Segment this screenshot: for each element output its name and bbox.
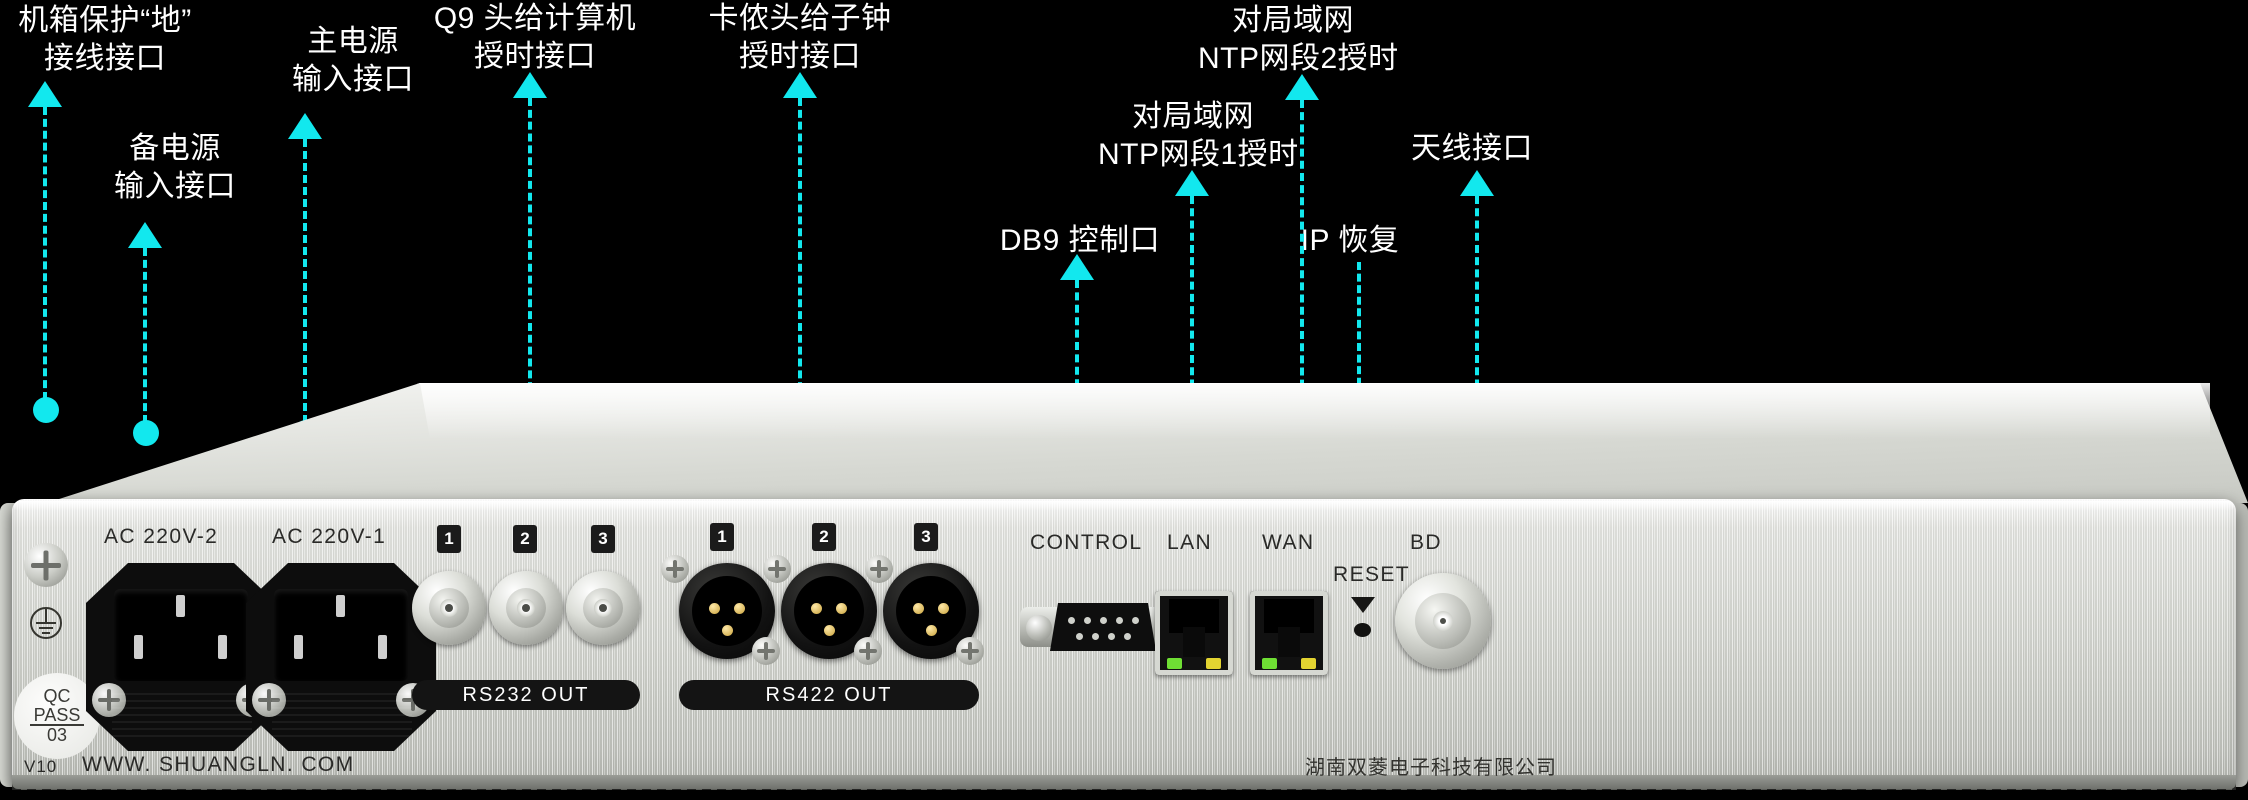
leader-line-xlr-subclock	[798, 98, 802, 402]
leader-line-ip-restore	[1357, 262, 1361, 432]
ac-220v-1-label: AC 220V-1	[272, 525, 387, 548]
leader-line-q9-computer	[528, 98, 532, 402]
qc-line-3: 03	[46, 725, 68, 746]
leader-line-ntp-lan2	[1300, 100, 1304, 412]
leader-line-main-power	[303, 139, 307, 423]
bd-label: BD	[1410, 531, 1442, 554]
xlr-1-screw-bottom	[752, 637, 780, 665]
callout-label-q9-computer: Q9 头给计算机 授时接口	[433, 2, 637, 74]
website-label: WWW. SHUANGLN. COM	[82, 753, 355, 776]
xlr-1-screw-top	[661, 555, 689, 583]
bnc-connector-3[interactable]	[566, 571, 640, 645]
wan-label: WAN	[1262, 531, 1315, 554]
callout-label-ip-restore: IP 恢复	[1300, 224, 1400, 257]
bnc-badge-2: 2	[513, 525, 537, 553]
control-label: CONTROL	[1030, 531, 1143, 554]
chassis-deck-highlight	[420, 383, 2210, 439]
callout-label-ntp-lan1: 对局域网 NTP网段1授时	[1098, 100, 1299, 172]
leader-dot-backup-power	[133, 420, 159, 446]
company-label: 湖南双菱电子科技有限公司	[1305, 757, 1557, 779]
chassis-face-highlight	[14, 501, 2234, 511]
callout-label-db9-control: DB9 控制口	[999, 224, 1161, 257]
callout-label-ground: 机箱保护“地” 接线接口	[18, 4, 192, 76]
chassis-bottom-rail	[12, 775, 2236, 789]
lan-label: LAN	[1167, 531, 1213, 554]
ac-inlet-2[interactable]	[86, 563, 276, 751]
wan-led-green	[1262, 658, 1277, 669]
leader-arrow-antenna	[1460, 170, 1494, 196]
xlr-badge-3: 3	[914, 523, 938, 551]
callout-label-antenna: 天线接口	[1411, 132, 1533, 165]
ac-inlet-2-cavity	[114, 589, 248, 681]
reset-button[interactable]	[1354, 623, 1371, 637]
leader-arrow-db9-control	[1060, 254, 1094, 280]
leader-dot-ground	[33, 397, 59, 423]
leader-arrow-ntp-lan1	[1175, 170, 1209, 196]
xlr-2-screw-bottom	[854, 637, 882, 665]
ac-inlet-2-embossing	[112, 691, 252, 737]
version-label: V10	[24, 757, 58, 776]
xlr-2-screw-top	[763, 555, 791, 583]
lan-led-green	[1167, 658, 1182, 669]
xlr-3-screw-top	[865, 555, 893, 583]
leader-arrow-ground	[28, 81, 62, 107]
bnc-badge-3: 3	[591, 525, 615, 553]
qc-line-2: PASS	[29, 705, 85, 727]
db9-screw-left	[1026, 615, 1052, 641]
ac-inlet-2-screw-left	[92, 683, 126, 717]
leader-arrow-main-power	[288, 113, 322, 139]
leader-line-backup-power	[143, 248, 147, 423]
reset-label: RESET	[1333, 563, 1411, 586]
leader-arrow-xlr-subclock	[783, 72, 817, 98]
lan-led-amber	[1206, 658, 1221, 669]
bd-antenna-connector[interactable]	[1395, 573, 1491, 669]
leader-line-db9-control	[1075, 280, 1079, 412]
xlr-badge-1: 1	[710, 523, 734, 551]
leader-line-antenna	[1475, 196, 1479, 412]
callout-label-main-power: 主电源 输入接口	[292, 25, 414, 97]
reset-triangle-icon	[1351, 597, 1375, 613]
bnc-connector-2[interactable]	[489, 571, 563, 645]
xlr-connector-3[interactable]	[883, 563, 979, 659]
ground-symbol-icon	[30, 607, 62, 639]
ac-inlet-1-embossing	[272, 691, 412, 737]
callout-label-ntp-lan2: 对局域网 NTP网段2授时	[1198, 4, 1399, 76]
chassis-ground-screw[interactable]	[24, 543, 68, 587]
bnc-badge-1: 1	[437, 525, 461, 553]
device-rear-panel: QC PASS 03 V10 WWW. SHUANGLN. COM AC 220…	[0, 383, 2248, 800]
callout-label-backup-power: 备电源 输入接口	[114, 132, 236, 204]
leader-line-ntp-lan1	[1190, 196, 1194, 412]
leader-arrow-ntp-lan2	[1285, 74, 1319, 100]
qc-pass-sticker: QC PASS 03	[14, 673, 100, 759]
callout-label-xlr-subclock: 卡侬头给子钟 授时接口	[708, 2, 892, 74]
wan-port[interactable]	[1250, 591, 1328, 675]
ac-inlet-1-screw-left	[252, 683, 286, 717]
leader-arrow-q9-computer	[513, 72, 547, 98]
leader-arrow-backup-power	[128, 222, 162, 248]
rs422-out-label: RS422 OUT	[679, 680, 979, 710]
qc-line-1: QC	[43, 685, 71, 706]
ac-inlet-1[interactable]	[246, 563, 436, 751]
wan-led-amber	[1301, 658, 1316, 669]
leader-line-ground	[43, 107, 47, 400]
ac-inlet-1-cavity	[274, 589, 408, 681]
lan-port[interactable]	[1155, 591, 1233, 675]
xlr-badge-2: 2	[812, 523, 836, 551]
xlr-3-screw-bottom	[956, 637, 984, 665]
ac-220v-2-label: AC 220V-2	[104, 525, 219, 548]
bnc-connector-1[interactable]	[412, 571, 486, 645]
rs232-out-label: RS232 OUT	[412, 680, 640, 710]
